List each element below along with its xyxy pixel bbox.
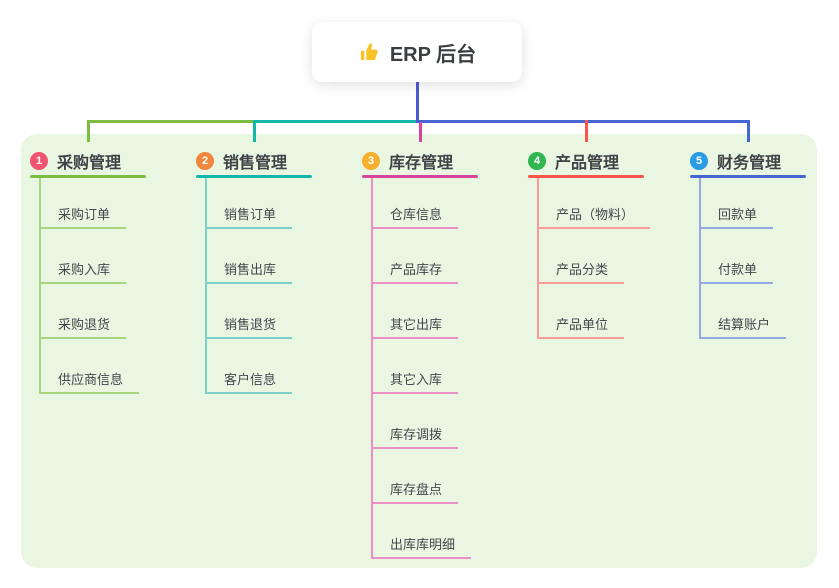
branch-node-inventory[interactable]: 3 库存管理: [362, 149, 453, 173]
child-node[interactable]: 销售退货: [205, 313, 293, 339]
child-node[interactable]: 产品库存: [371, 258, 459, 284]
child-connector-line: [537, 178, 539, 339]
branch-title: 销售管理: [223, 155, 288, 172]
branch-number-badge: 3: [362, 152, 380, 170]
branch-node-sales[interactable]: 2 销售管理: [196, 149, 287, 173]
child-label: 结算账户: [718, 317, 771, 332]
branch-underline: [196, 175, 312, 178]
child-connector-line: [699, 178, 701, 339]
child-label: 采购退货: [58, 317, 111, 332]
child-node[interactable]: 库存盘点: [371, 478, 459, 504]
child-node[interactable]: 采购入库: [39, 258, 127, 284]
child-node[interactable]: 产品单位: [537, 313, 625, 339]
child-node[interactable]: 其它出库: [371, 313, 459, 339]
child-node[interactable]: 采购退货: [39, 313, 127, 339]
child-label: 采购订单: [58, 207, 111, 222]
root-connector-line: [416, 82, 419, 123]
branch-node-product[interactable]: 4 产品管理: [528, 149, 619, 173]
child-label: 回款单: [718, 207, 758, 222]
branch-number-badge: 1: [30, 152, 48, 170]
child-label: 其它出库: [390, 317, 443, 332]
child-node[interactable]: 产品（物料）: [537, 203, 651, 229]
child-connector-line: [371, 178, 373, 559]
branch-drop-line-finance: [746, 120, 750, 142]
child-node[interactable]: 仓库信息: [371, 203, 459, 229]
branch-underline: [362, 175, 478, 178]
child-label: 产品单位: [556, 317, 609, 332]
child-node[interactable]: 付款单: [699, 258, 774, 284]
root-title: ERP 后台: [389, 43, 477, 66]
child-label: 产品（物料）: [556, 207, 635, 222]
child-label: 销售退货: [224, 317, 277, 332]
child-node[interactable]: 销售订单: [205, 203, 293, 229]
branches-panel: [21, 134, 817, 568]
branch-drop-line-purchase: [86, 120, 90, 142]
child-label: 库存调拨: [390, 427, 443, 442]
child-label: 产品库存: [390, 262, 443, 277]
branch-title: 财务管理: [717, 155, 782, 172]
child-node[interactable]: 客户信息: [205, 368, 293, 394]
child-node[interactable]: 供应商信息: [39, 368, 140, 394]
child-label: 产品分类: [556, 262, 609, 277]
branch-drop-line-sales: [252, 120, 256, 142]
child-node[interactable]: 出库库明细: [371, 533, 472, 559]
branch-title: 库存管理: [389, 155, 454, 172]
child-node[interactable]: 采购订单: [39, 203, 127, 229]
child-label: 供应商信息: [58, 372, 124, 387]
branch-number-badge: 4: [528, 152, 546, 170]
bus-segment-teal: [252, 120, 422, 123]
root-node[interactable]: ERP 后台: [312, 22, 522, 82]
child-label: 付款单: [718, 262, 758, 277]
branch-drop-line-product: [584, 120, 588, 142]
branch-drop-line-inventory: [418, 122, 422, 142]
bus-segment-blue: [418, 120, 750, 123]
child-label: 仓库信息: [390, 207, 443, 222]
child-label: 销售出库: [224, 262, 277, 277]
child-connector-line: [39, 178, 41, 394]
branch-number-badge: 2: [196, 152, 214, 170]
child-node[interactable]: 结算账户: [699, 313, 787, 339]
branch-node-finance[interactable]: 5 财务管理: [690, 149, 781, 173]
child-label: 销售订单: [224, 207, 277, 222]
child-node[interactable]: 库存调拨: [371, 423, 459, 449]
branch-title: 产品管理: [555, 155, 620, 172]
child-node[interactable]: 其它入库: [371, 368, 459, 394]
child-label: 出库库明细: [390, 537, 456, 552]
branch-title: 采购管理: [57, 155, 122, 172]
bus-segment-green: [86, 120, 256, 123]
child-node[interactable]: 销售出库: [205, 258, 293, 284]
child-label: 库存盘点: [390, 482, 443, 497]
branch-node-purchase[interactable]: 1 采购管理: [30, 149, 121, 173]
child-label: 其它入库: [390, 372, 443, 387]
branch-number-badge: 5: [690, 152, 708, 170]
child-node[interactable]: 产品分类: [537, 258, 625, 284]
child-node[interactable]: 回款单: [699, 203, 774, 229]
branch-underline: [528, 175, 644, 178]
child-label: 客户信息: [224, 372, 277, 387]
child-label: 采购入库: [58, 262, 111, 277]
branch-underline: [30, 175, 146, 178]
thumbs-up-icon: [358, 41, 381, 64]
branch-underline: [690, 175, 806, 178]
child-connector-line: [205, 178, 207, 394]
